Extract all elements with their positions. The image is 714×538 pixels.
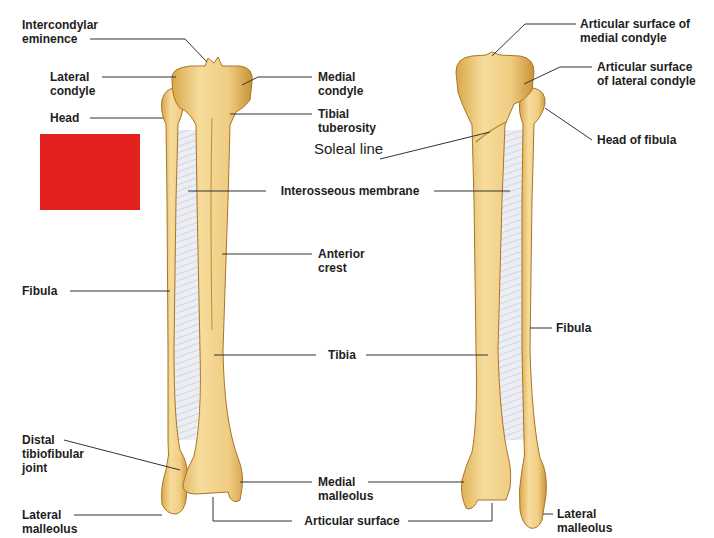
red-cover-block: [40, 134, 140, 210]
leader-line: [90, 118, 163, 119]
part-label: Intercondylar eminence: [22, 18, 122, 46]
leader-line: [70, 291, 170, 292]
part-label: Lateral condyle: [50, 70, 120, 98]
part-label: Head: [50, 111, 90, 125]
leader-lines: [64, 24, 592, 521]
leader-line: [543, 514, 553, 515]
leader-line: [380, 132, 490, 159]
leader-line: [188, 191, 266, 192]
leader-line: [368, 482, 464, 483]
leader-line: [230, 114, 312, 115]
leader-line: [214, 355, 316, 356]
leader-line: [434, 191, 510, 192]
leader-line: [530, 328, 552, 329]
leader-line: [408, 503, 492, 521]
fibula-bone: [519, 88, 546, 528]
leader-line: [213, 497, 292, 521]
part-label: Anterior crest: [318, 247, 388, 275]
part-label: Distal tibiofibular joint: [22, 433, 106, 475]
part-label: Tibial tuberosity: [318, 107, 398, 135]
leader-line: [242, 77, 312, 85]
part-label: Lateral malleolus: [22, 508, 94, 536]
leader-line: [545, 108, 592, 140]
part-label: Soleal line: [314, 140, 404, 158]
leader-line: [524, 67, 592, 84]
leader-line: [74, 515, 162, 516]
soleal-ridge: [476, 122, 506, 142]
leader-line: [366, 355, 488, 356]
leader-line: [90, 39, 207, 62]
part-label: Fibula: [556, 321, 616, 335]
tibia-bone: [456, 52, 534, 509]
part-label: Interosseous membrane: [268, 184, 432, 198]
part-label: Articular surface of lateral condyle: [597, 60, 697, 88]
part-label: Tibia: [318, 348, 366, 362]
part-label: Head of fibula: [597, 133, 677, 147]
leader-line: [492, 24, 576, 56]
part-label: Medial condyle: [318, 70, 388, 98]
part-label: Lateral malleolus: [557, 507, 637, 535]
leader-line: [102, 77, 176, 78]
part-label: Articular surface: [296, 514, 408, 528]
part-label: Fibula: [22, 284, 70, 298]
part-label: Articular surface of medial condyle: [580, 17, 708, 45]
leader-line: [240, 482, 312, 483]
part-label: Medial malleolus: [318, 475, 390, 503]
leader-line: [222, 254, 312, 255]
tibia-bone: [172, 57, 252, 502]
crest-ridge: [211, 118, 212, 330]
fibula-bone: [162, 88, 189, 514]
